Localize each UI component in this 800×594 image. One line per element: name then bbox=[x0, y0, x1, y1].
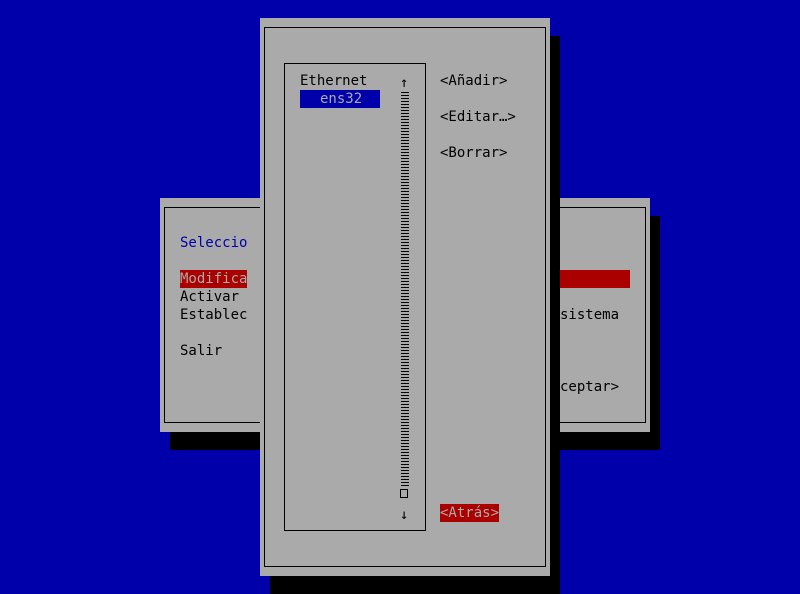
edit-button[interactable]: <Editar…> bbox=[440, 109, 516, 125]
add-button[interactable]: <Añadir> bbox=[440, 73, 508, 89]
connection-list[interactable] bbox=[284, 63, 426, 531]
front-dialog-frame bbox=[264, 27, 546, 567]
back-button[interactable]: <Atrás> bbox=[440, 504, 500, 522]
scrollbar-track[interactable] bbox=[401, 92, 409, 486]
menu-item-set-hostname[interactable]: Establec bbox=[180, 307, 248, 323]
list-item-label: ens32 bbox=[320, 91, 363, 107]
scroll-up-arrow-icon[interactable]: ↑ bbox=[400, 75, 409, 91]
menu-highlight-bar bbox=[560, 270, 630, 288]
menu-item-quit[interactable]: Salir bbox=[180, 343, 223, 359]
list-category-ethernet: Ethernet bbox=[300, 73, 368, 89]
ok-button[interactable]: ceptar> bbox=[560, 379, 620, 395]
back-dialog-title: Seleccio bbox=[180, 235, 248, 251]
list-item-selected[interactable]: ens32 bbox=[300, 90, 380, 108]
menu-item-modify[interactable]: Modifica bbox=[180, 270, 248, 288]
scroll-down-arrow-icon[interactable]: ↓ bbox=[400, 507, 409, 523]
menu-item-activate[interactable]: Activar bbox=[180, 289, 240, 305]
scrollbar-thumb[interactable] bbox=[400, 489, 408, 498]
back-dialog-right-fragment: sistema bbox=[560, 307, 620, 323]
delete-button[interactable]: <Borrar> bbox=[440, 145, 508, 161]
